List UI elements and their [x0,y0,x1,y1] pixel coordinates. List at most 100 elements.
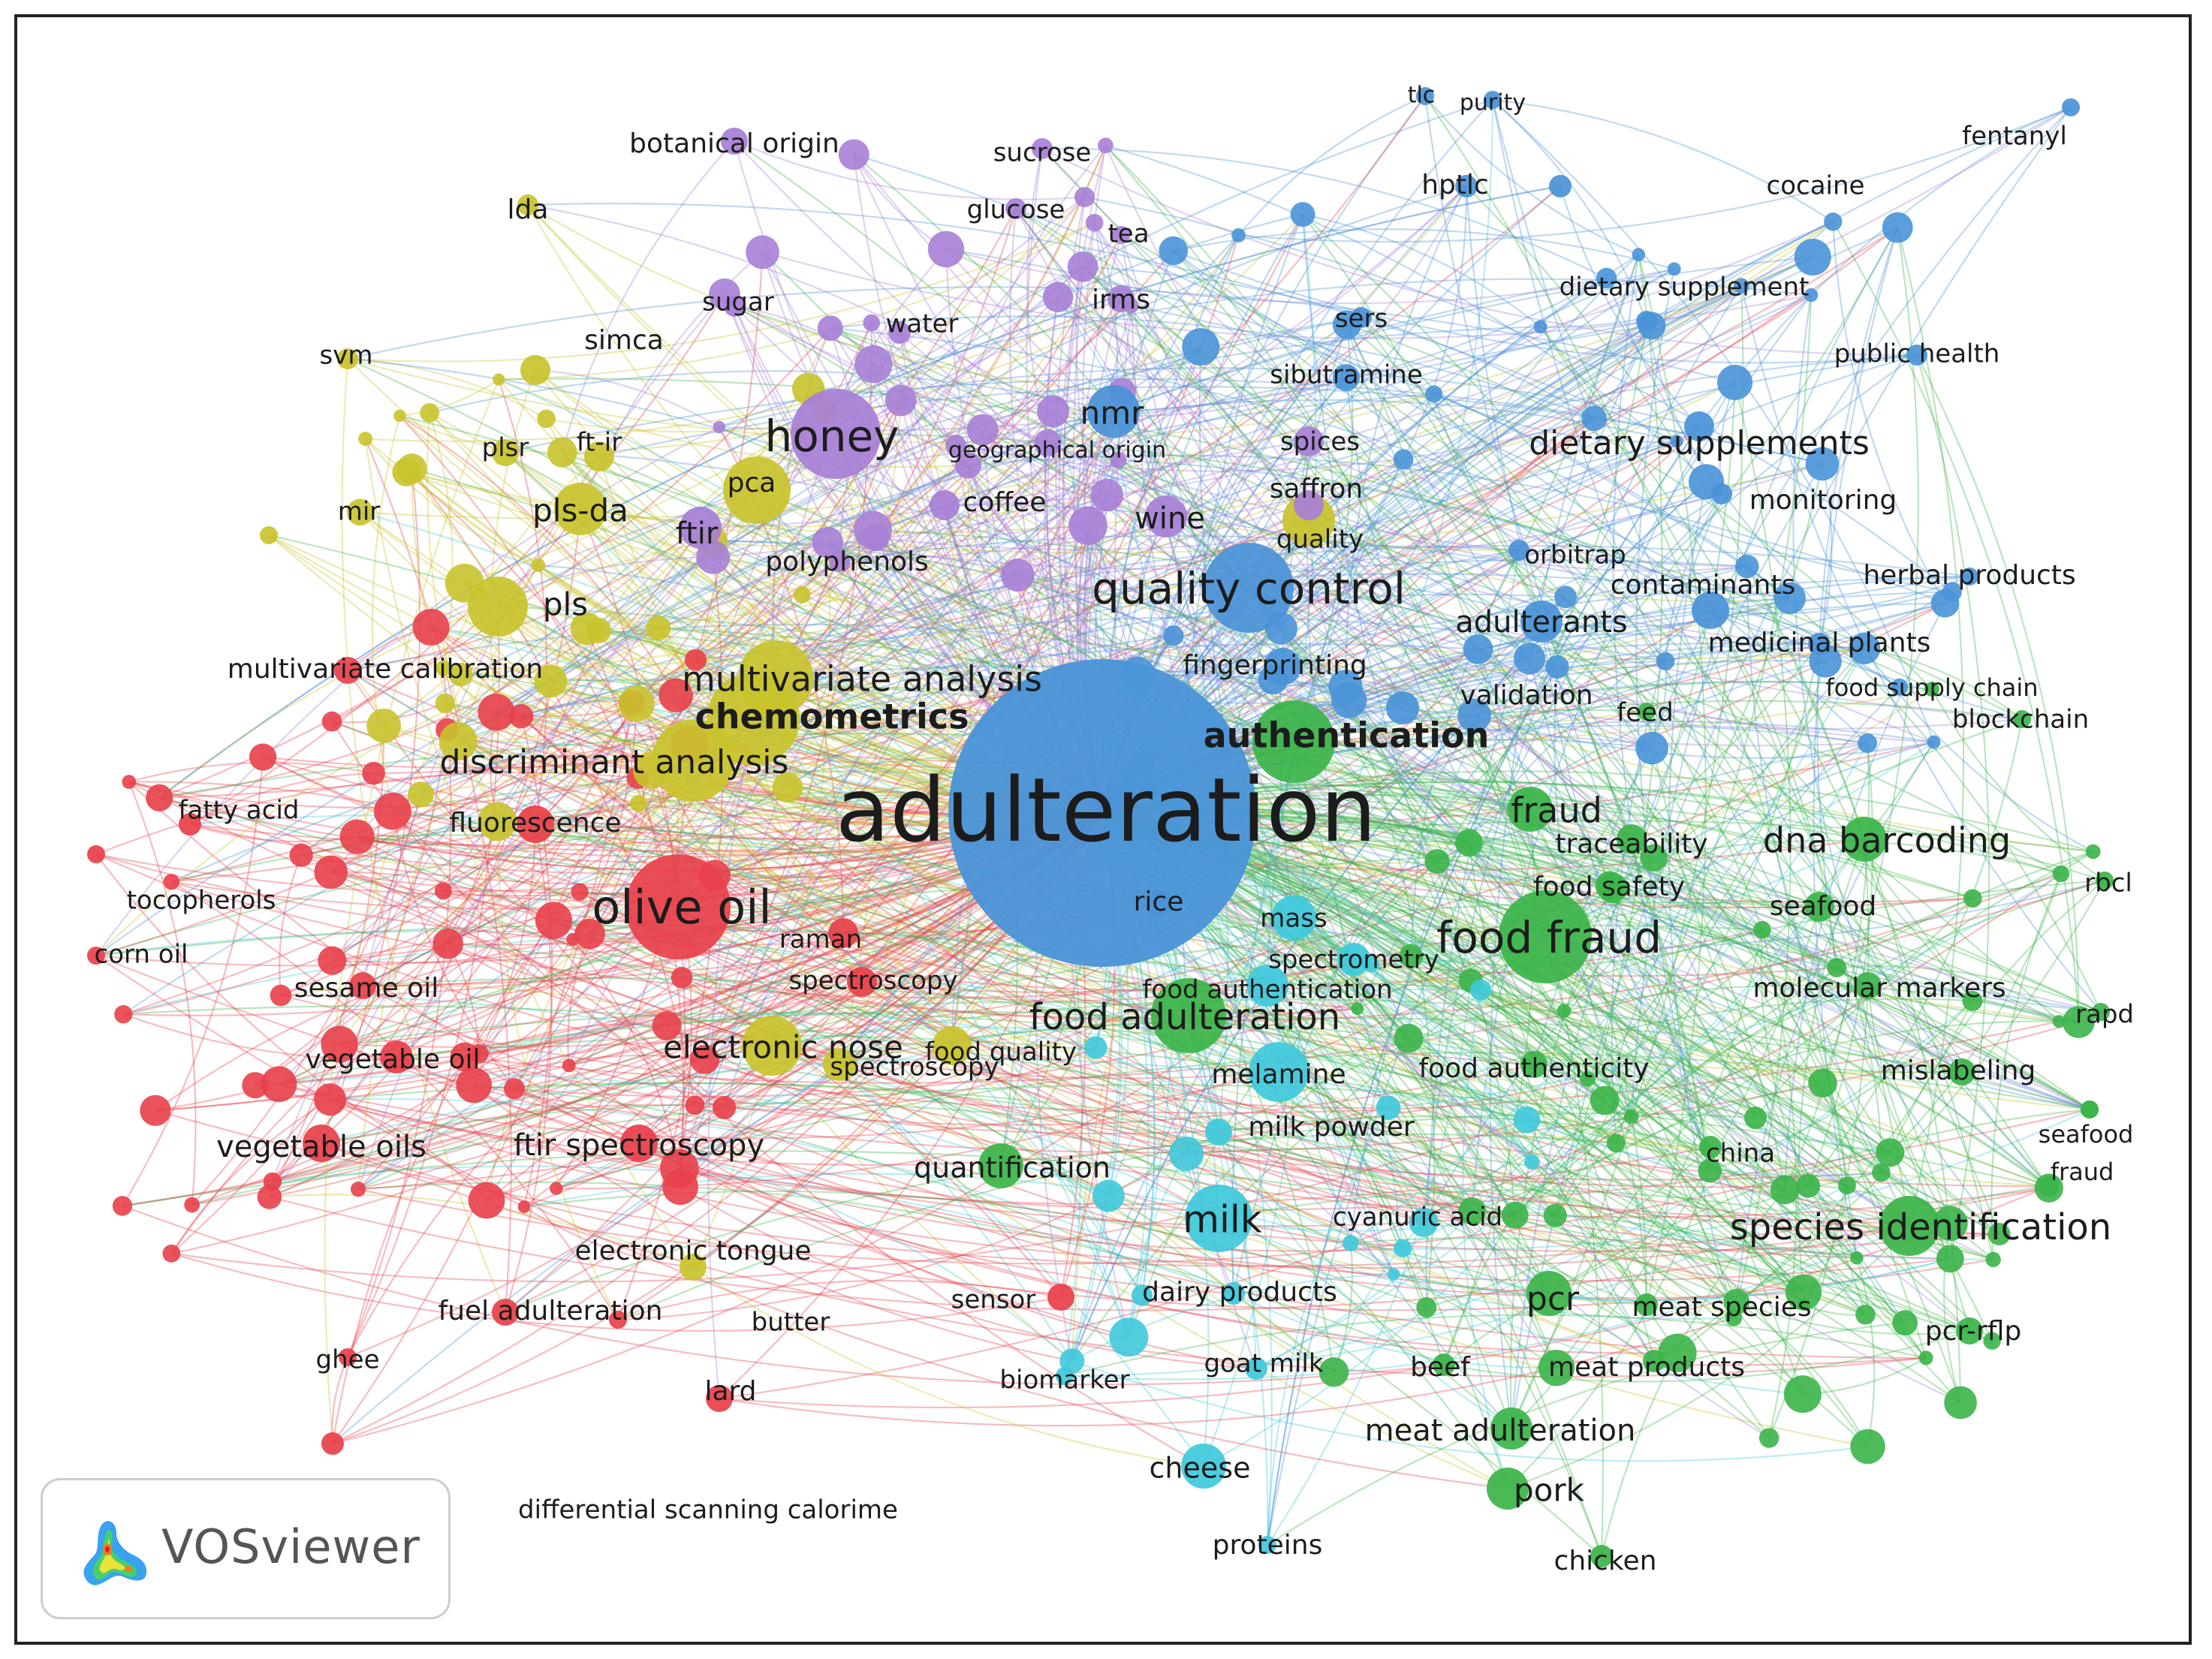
label-adulterants[interactable]: adulterants [1455,605,1628,640]
node-vegetable-oils[interactable] [303,1125,340,1162]
node-sibutramine[interactable] [1333,364,1360,391]
label-spectrometry[interactable]: spectrometry [1268,945,1439,975]
label-tea[interactable]: tea [1108,219,1149,249]
node-differential-scanning-calorime[interactable] [321,1432,344,1455]
label-plsr[interactable]: plsr [482,433,529,463]
node-polyphenols[interactable] [829,551,850,572]
label-milk-powder[interactable]: milk powder [1248,1112,1415,1143]
node-wine[interactable] [1145,495,1187,537]
node-herbal-products[interactable] [1960,568,1978,586]
node-hptlc[interactable] [1455,175,1478,197]
node-vegetable-oil[interactable] [380,1040,413,1073]
node-contaminants[interactable] [1692,592,1729,629]
node-medicinal-plants[interactable] [1808,633,1831,655]
node-tocopherols[interactable] [87,845,105,863]
label-fraud[interactable]: fraud [1511,790,1602,831]
node-tea[interactable] [1112,226,1130,244]
node-olive-oil[interactable] [625,854,731,959]
node-pcr[interactable] [1526,1271,1572,1316]
label-fatty-acid[interactable]: fatty acid [179,796,300,826]
node-food-fraud[interactable] [1499,890,1592,983]
label-lard[interactable]: lard [704,1376,756,1407]
label-vegetable-oils[interactable]: vegetable oils [216,1130,426,1164]
label-public-health[interactable]: public health [1834,339,2000,369]
label-purity[interactable]: purity [1460,90,1526,116]
label-vegetable-oil[interactable]: vegetable oil [305,1044,480,1075]
node-feed[interactable] [1638,703,1656,721]
label-meat-products[interactable]: meat products [1548,1352,1745,1383]
label-feed[interactable]: feed [1617,698,1673,728]
label-pork[interactable]: pork [1514,1472,1585,1509]
node-quantification[interactable] [978,1143,1023,1188]
node-authentication[interactable] [1252,700,1335,783]
label-pls[interactable]: pls [543,586,588,623]
node-ftir-spectroscopy[interactable] [620,1125,658,1162]
node-meat-species[interactable] [1635,1293,1658,1316]
node-sers[interactable] [1351,307,1372,328]
label-meat-adulteration[interactable]: meat adulteration [1365,1414,1636,1448]
node-multivariate-calibration[interactable] [334,657,361,684]
label-seafood[interactable]: seafood [1770,891,1877,922]
node-purity[interactable] [1484,91,1502,109]
label-proteins[interactable]: proteins [1213,1530,1323,1561]
label-fingerprinting[interactable]: fingerprinting [1183,650,1367,681]
node-sesame-oil[interactable] [349,972,376,999]
node-food-quality[interactable] [933,1026,972,1065]
label-quantification[interactable]: quantification [914,1152,1111,1185]
node-fatty-acid[interactable] [179,813,201,836]
label-quality-control[interactable]: quality control [1092,563,1406,614]
label-pca[interactable]: pca [728,468,776,498]
label-species-identification[interactable]: species identification [1730,1206,2111,1248]
label-cyanuric-acid[interactable]: cyanuric acid [1333,1203,1502,1233]
label-mir[interactable]: mir [338,497,381,527]
label-spectroscopy[interactable]: spectroscopy [788,966,957,996]
node-melamine[interactable] [1249,1042,1309,1102]
label-cheese[interactable]: cheese [1150,1452,1251,1485]
label-food-fraud[interactable]: food fraud [1436,912,1662,963]
label-chicken[interactable]: chicken [1554,1546,1657,1576]
label-sesame-oil[interactable]: sesame oil [294,973,438,1004]
node-adulterants[interactable] [1520,601,1563,643]
node-honey[interactable] [791,389,881,479]
node-adulteration[interactable] [948,659,1256,967]
node-public-health[interactable] [1906,345,1927,366]
label-spices[interactable]: spices [1280,427,1360,457]
node-food-authenticity[interactable] [1520,1051,1547,1078]
label-dna-barcoding[interactable]: dna barcoding [1763,820,2011,861]
label-rbcl[interactable]: rbcl [2084,869,2132,899]
node-lard[interactable] [706,1385,733,1412]
label-china[interactable]: china [1706,1139,1775,1169]
label-validation[interactable]: validation [1460,680,1593,711]
label-blockchain[interactable]: blockchain [1952,705,2089,735]
label-geographical-origin[interactable]: geographical origin [948,438,1166,464]
label-nmr[interactable]: nmr [1080,395,1145,432]
node-cyanuric-acid[interactable] [1394,1239,1412,1257]
node-spectrometry[interactable] [1337,943,1370,976]
node-fuel-adulteration[interactable] [492,1299,519,1326]
node-fluorescence[interactable] [517,805,554,843]
node-ftir[interactable] [680,507,722,549]
label-multivariate-calibration[interactable]: multivariate calibration [228,654,543,685]
node-simca[interactable] [520,355,550,385]
label-contaminants[interactable]: contaminants [1611,570,1795,601]
node-pcr-rflp[interactable] [1956,1317,1983,1344]
node-mir[interactable] [260,526,278,544]
node-coffee[interactable] [930,490,960,520]
label-sibutramine[interactable]: sibutramine [1270,360,1422,390]
node-species-identification[interactable] [1879,1196,1939,1256]
node-china[interactable] [1699,1136,1722,1158]
label-polyphenols[interactable]: polyphenols [765,546,929,577]
label-biomarker[interactable]: biomarker [999,1365,1129,1396]
node-biomarker[interactable] [1056,1367,1074,1385]
label-dietary-supplements[interactable]: dietary supplements [1529,424,1870,462]
node-mass[interactable] [1271,896,1316,941]
node-milk-powder[interactable] [1205,1119,1232,1146]
node-mislabeling[interactable] [1948,1058,1975,1085]
label-food-authenticity[interactable]: food authenticity [1418,1053,1649,1084]
node-fentanyl[interactable] [2062,98,2080,116]
node-multivariate-analysis[interactable] [738,640,813,715]
label-herbal-products[interactable]: herbal products [1863,560,2075,591]
label-svm[interactable]: svm [320,341,373,371]
label-monitoring[interactable]: monitoring [1749,485,1897,516]
